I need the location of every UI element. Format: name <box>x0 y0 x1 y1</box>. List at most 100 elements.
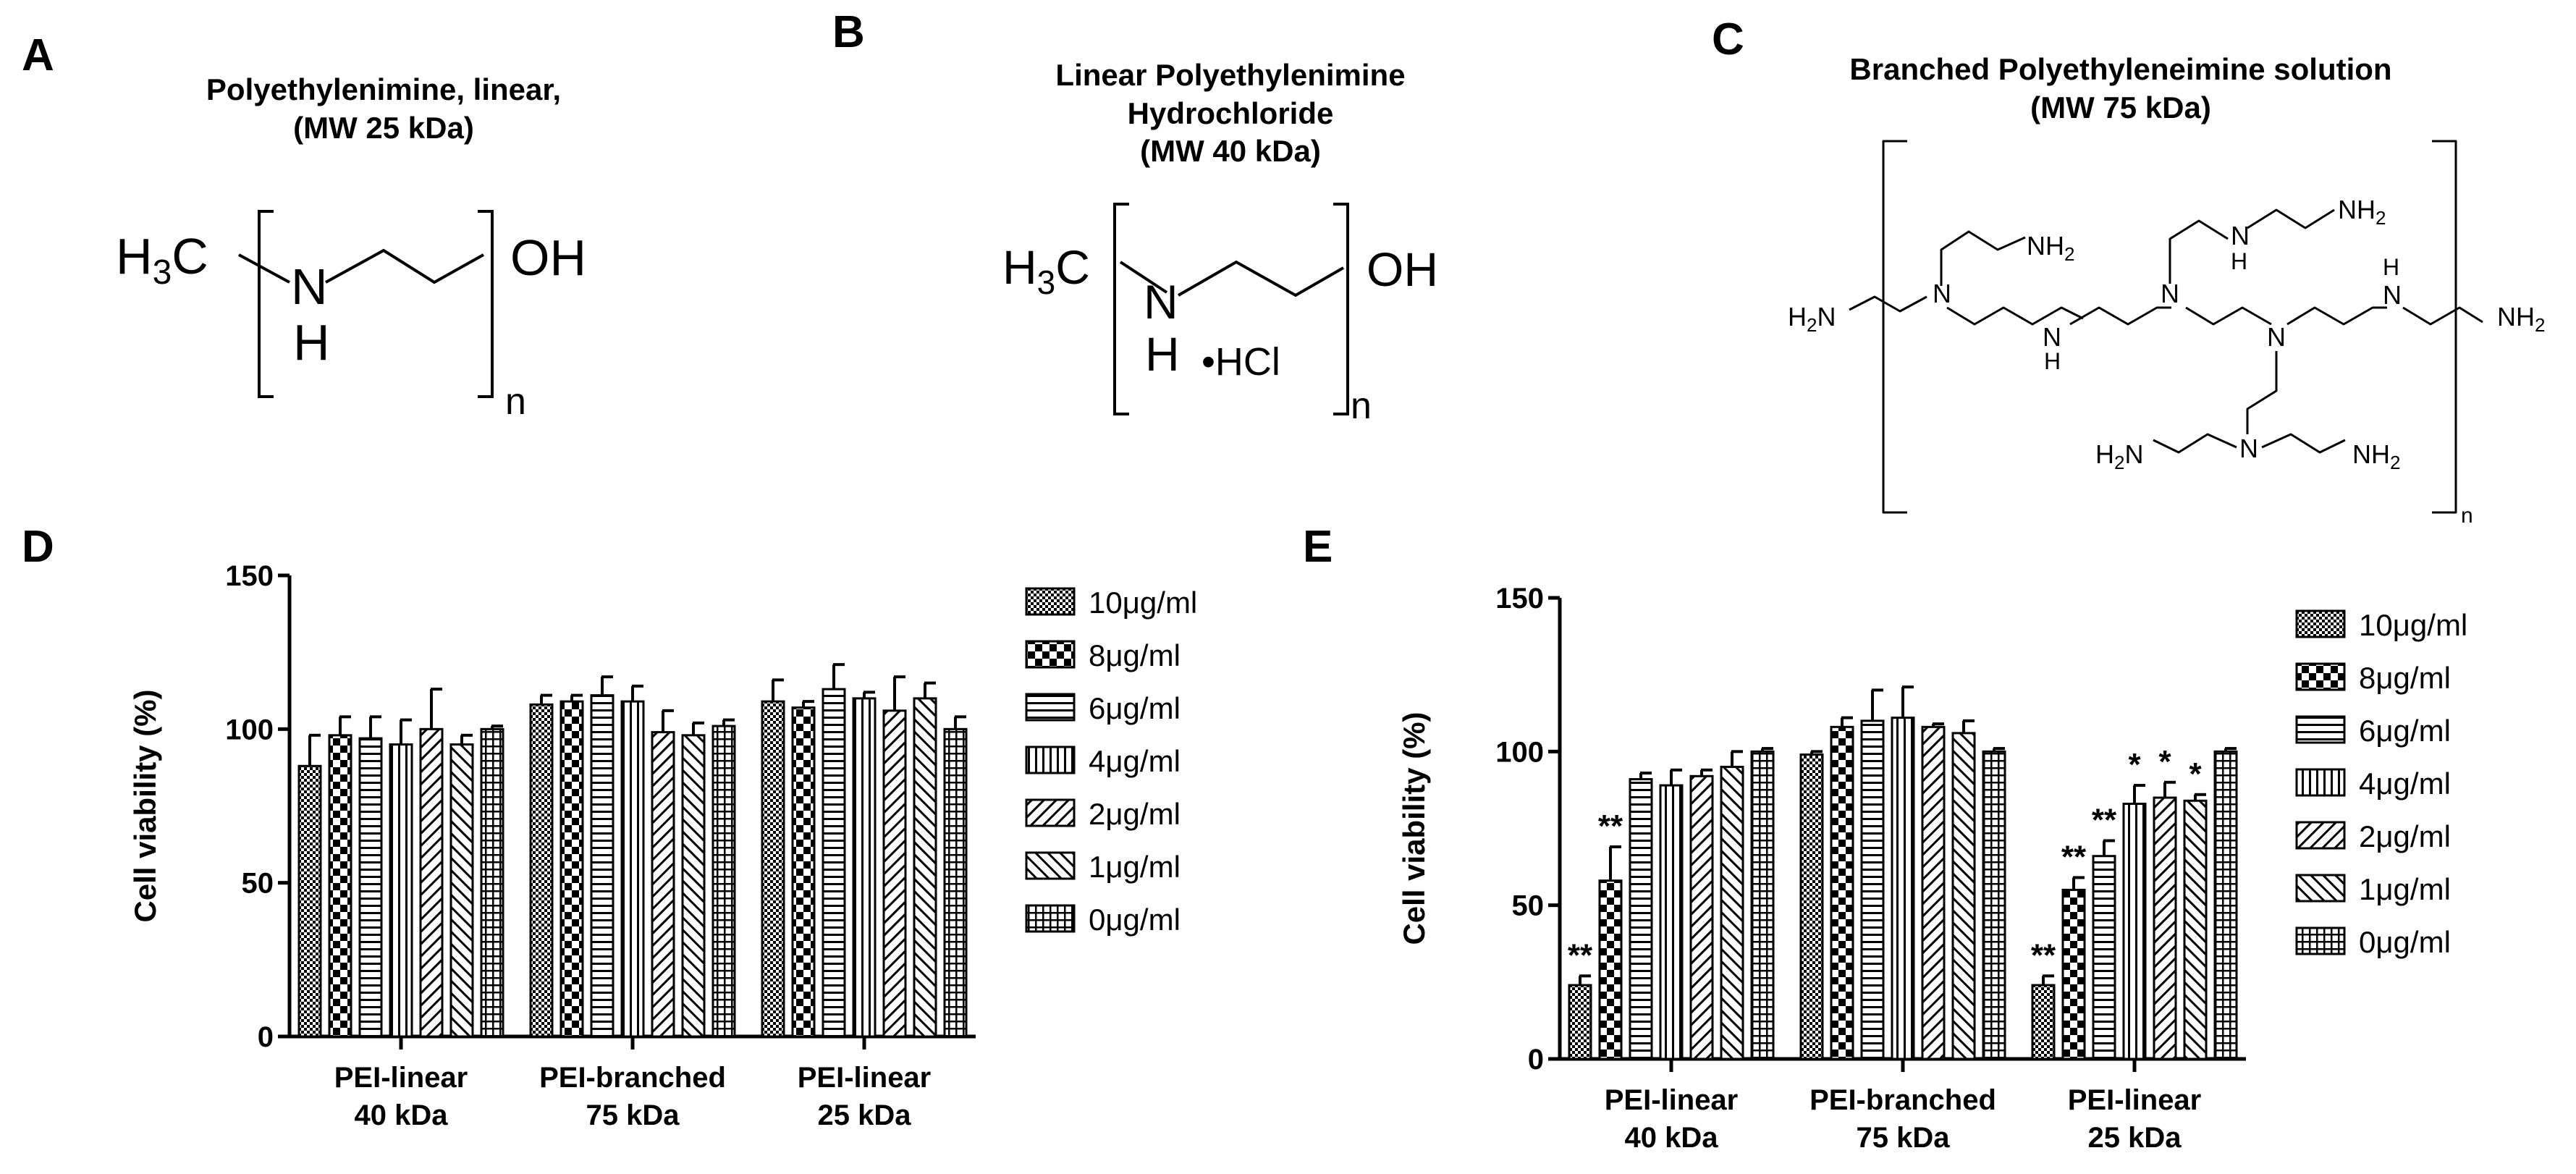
bar <box>1750 750 1775 1060</box>
bar <box>681 734 706 1038</box>
bar <box>297 764 322 1038</box>
legend-label: 1μg/ml <box>2359 872 2451 906</box>
bar <box>1860 719 1885 1060</box>
title-a-line2: (MW 25 kDa) <box>293 110 474 145</box>
bar <box>1982 750 2006 1060</box>
bar <box>529 703 554 1038</box>
legend-swatch <box>1025 798 1076 827</box>
structure-c-end-h2n: H2N <box>1788 302 1836 336</box>
significance-mark: ** <box>1598 808 1623 844</box>
bar <box>389 743 413 1038</box>
legend-swatch <box>2295 609 2346 638</box>
structure-a-backbone <box>325 248 484 284</box>
structure-b-oh: OH <box>1367 242 1438 296</box>
bar <box>822 688 846 1038</box>
legend-swatch <box>1025 746 1076 774</box>
y-axis-label: Cell viability (%) <box>1397 711 1431 945</box>
structure-c-chain-3 <box>2069 306 2171 326</box>
significance-mark: ** <box>2092 802 2117 837</box>
legend-swatch <box>2295 662 2346 691</box>
panel-letter-e: E <box>1303 522 1333 572</box>
structure-c-branch-3b <box>2261 433 2346 454</box>
structure-c-branch-2b <box>2247 208 2335 229</box>
x-tick-label-line1: PEI-branched <box>1809 1084 1996 1116</box>
legend-label: 4μg/ml <box>2359 767 2451 801</box>
structure-b-subscript-n: n <box>1351 385 1372 427</box>
structure-c-nh-1-h: H <box>2044 348 2061 374</box>
legend-label: 8μg/ml <box>1089 638 1181 672</box>
y-axis-label: Cell viability (%) <box>128 689 162 922</box>
legend-swatch <box>1025 640 1076 669</box>
x-tick-label-line1: PEI-linear <box>334 1062 468 1094</box>
title-b: Linear Polyethylenimine Hydrochloride (M… <box>977 56 1484 171</box>
y-tick-label: 150 <box>1495 583 1544 615</box>
bar <box>1598 879 1623 1060</box>
bar <box>2153 796 2177 1060</box>
significance-mark: ** <box>2031 937 2056 973</box>
bar <box>559 700 584 1038</box>
legend-label: 10μg/ml <box>2359 608 2467 642</box>
title-c: Branched Polyethyleneimine solution (MW … <box>1795 51 2446 127</box>
structure-c-branch-3-nh2: NH2 <box>2352 439 2400 473</box>
structure-c-branch-3-n: N <box>2239 434 2258 463</box>
bar <box>1659 784 1684 1060</box>
bar <box>852 697 877 1038</box>
x-tick-label-line2: 40 kDa <box>355 1099 449 1131</box>
legend-label: 6μg/ml <box>2359 714 2451 748</box>
structure-c-branch-1-nh2: NH2 <box>2027 231 2074 265</box>
title-a-line1: Polyethylenimine, linear, <box>206 72 562 106</box>
bar <box>882 709 907 1038</box>
legend-swatch <box>2295 926 2346 955</box>
significance-mark: * <box>2158 744 2171 780</box>
structure-b-bracket-left <box>1113 203 1129 415</box>
bar <box>1720 766 1744 1060</box>
bar <box>913 697 937 1038</box>
bar <box>620 700 645 1038</box>
structure-a-h-atom: H <box>293 314 330 371</box>
title-b-line3: (MW 40 kDa) <box>1140 134 1321 168</box>
panel-letter-a: A <box>22 30 54 80</box>
y-tick-label: 100 <box>1495 736 1544 768</box>
x-tick-label-line2: 75 kDa <box>1857 1122 1951 1154</box>
structure-c-branch-2 <box>2169 219 2229 284</box>
y-tick-label: 0 <box>258 1021 274 1053</box>
structure-b-h-atom: H <box>1145 327 1180 381</box>
structure-c: n H2N N N H N N N H NH2 NH2 N H NH2 N H2… <box>1788 140 2545 528</box>
structure-a: H3C N H OH n <box>116 210 586 423</box>
bar <box>590 694 615 1038</box>
legend-label: 10μg/ml <box>1089 586 1197 620</box>
bar <box>480 727 504 1038</box>
bar <box>943 727 968 1038</box>
bar <box>1891 717 1915 1060</box>
legend-label: 2μg/ml <box>2359 819 2451 853</box>
x-tick-label-line1: PEI-linear <box>2068 1084 2202 1116</box>
bar <box>328 734 352 1038</box>
structure-a-subscript-n: n <box>505 381 526 423</box>
y-tick-label: 150 <box>225 560 274 592</box>
x-tick-label-line2: 25 kDa <box>818 1099 912 1131</box>
structure-c-branch-2-h: H <box>2231 248 2247 274</box>
bar <box>651 731 675 1038</box>
legend-swatch <box>1025 904 1076 933</box>
structure-a-bracket-left <box>258 210 274 398</box>
bar <box>358 737 383 1038</box>
legend-label: 6μg/ml <box>1089 691 1181 725</box>
legend-swatch <box>2295 768 2346 797</box>
panel-letter-b: B <box>832 7 865 57</box>
bar <box>1830 725 1854 1060</box>
structure-c-branch-1 <box>1940 230 2026 286</box>
structure-c-branch-2-nh2: NH2 <box>2338 195 2386 229</box>
bar <box>2122 803 2147 1060</box>
legend-swatch <box>1025 587 1076 616</box>
structure-b-bracket-right <box>1333 203 1349 415</box>
bar <box>2061 888 2086 1060</box>
x-tick-label-line1: PEI-linear <box>798 1062 932 1094</box>
structure-c-bracket-left <box>1882 140 1907 514</box>
structure-a-n-atom: N <box>291 258 328 315</box>
bar <box>1921 725 1946 1060</box>
legend-label: 2μg/ml <box>1089 797 1181 831</box>
bar <box>2183 799 2208 1060</box>
structure-c-n3: N <box>2267 322 2286 352</box>
